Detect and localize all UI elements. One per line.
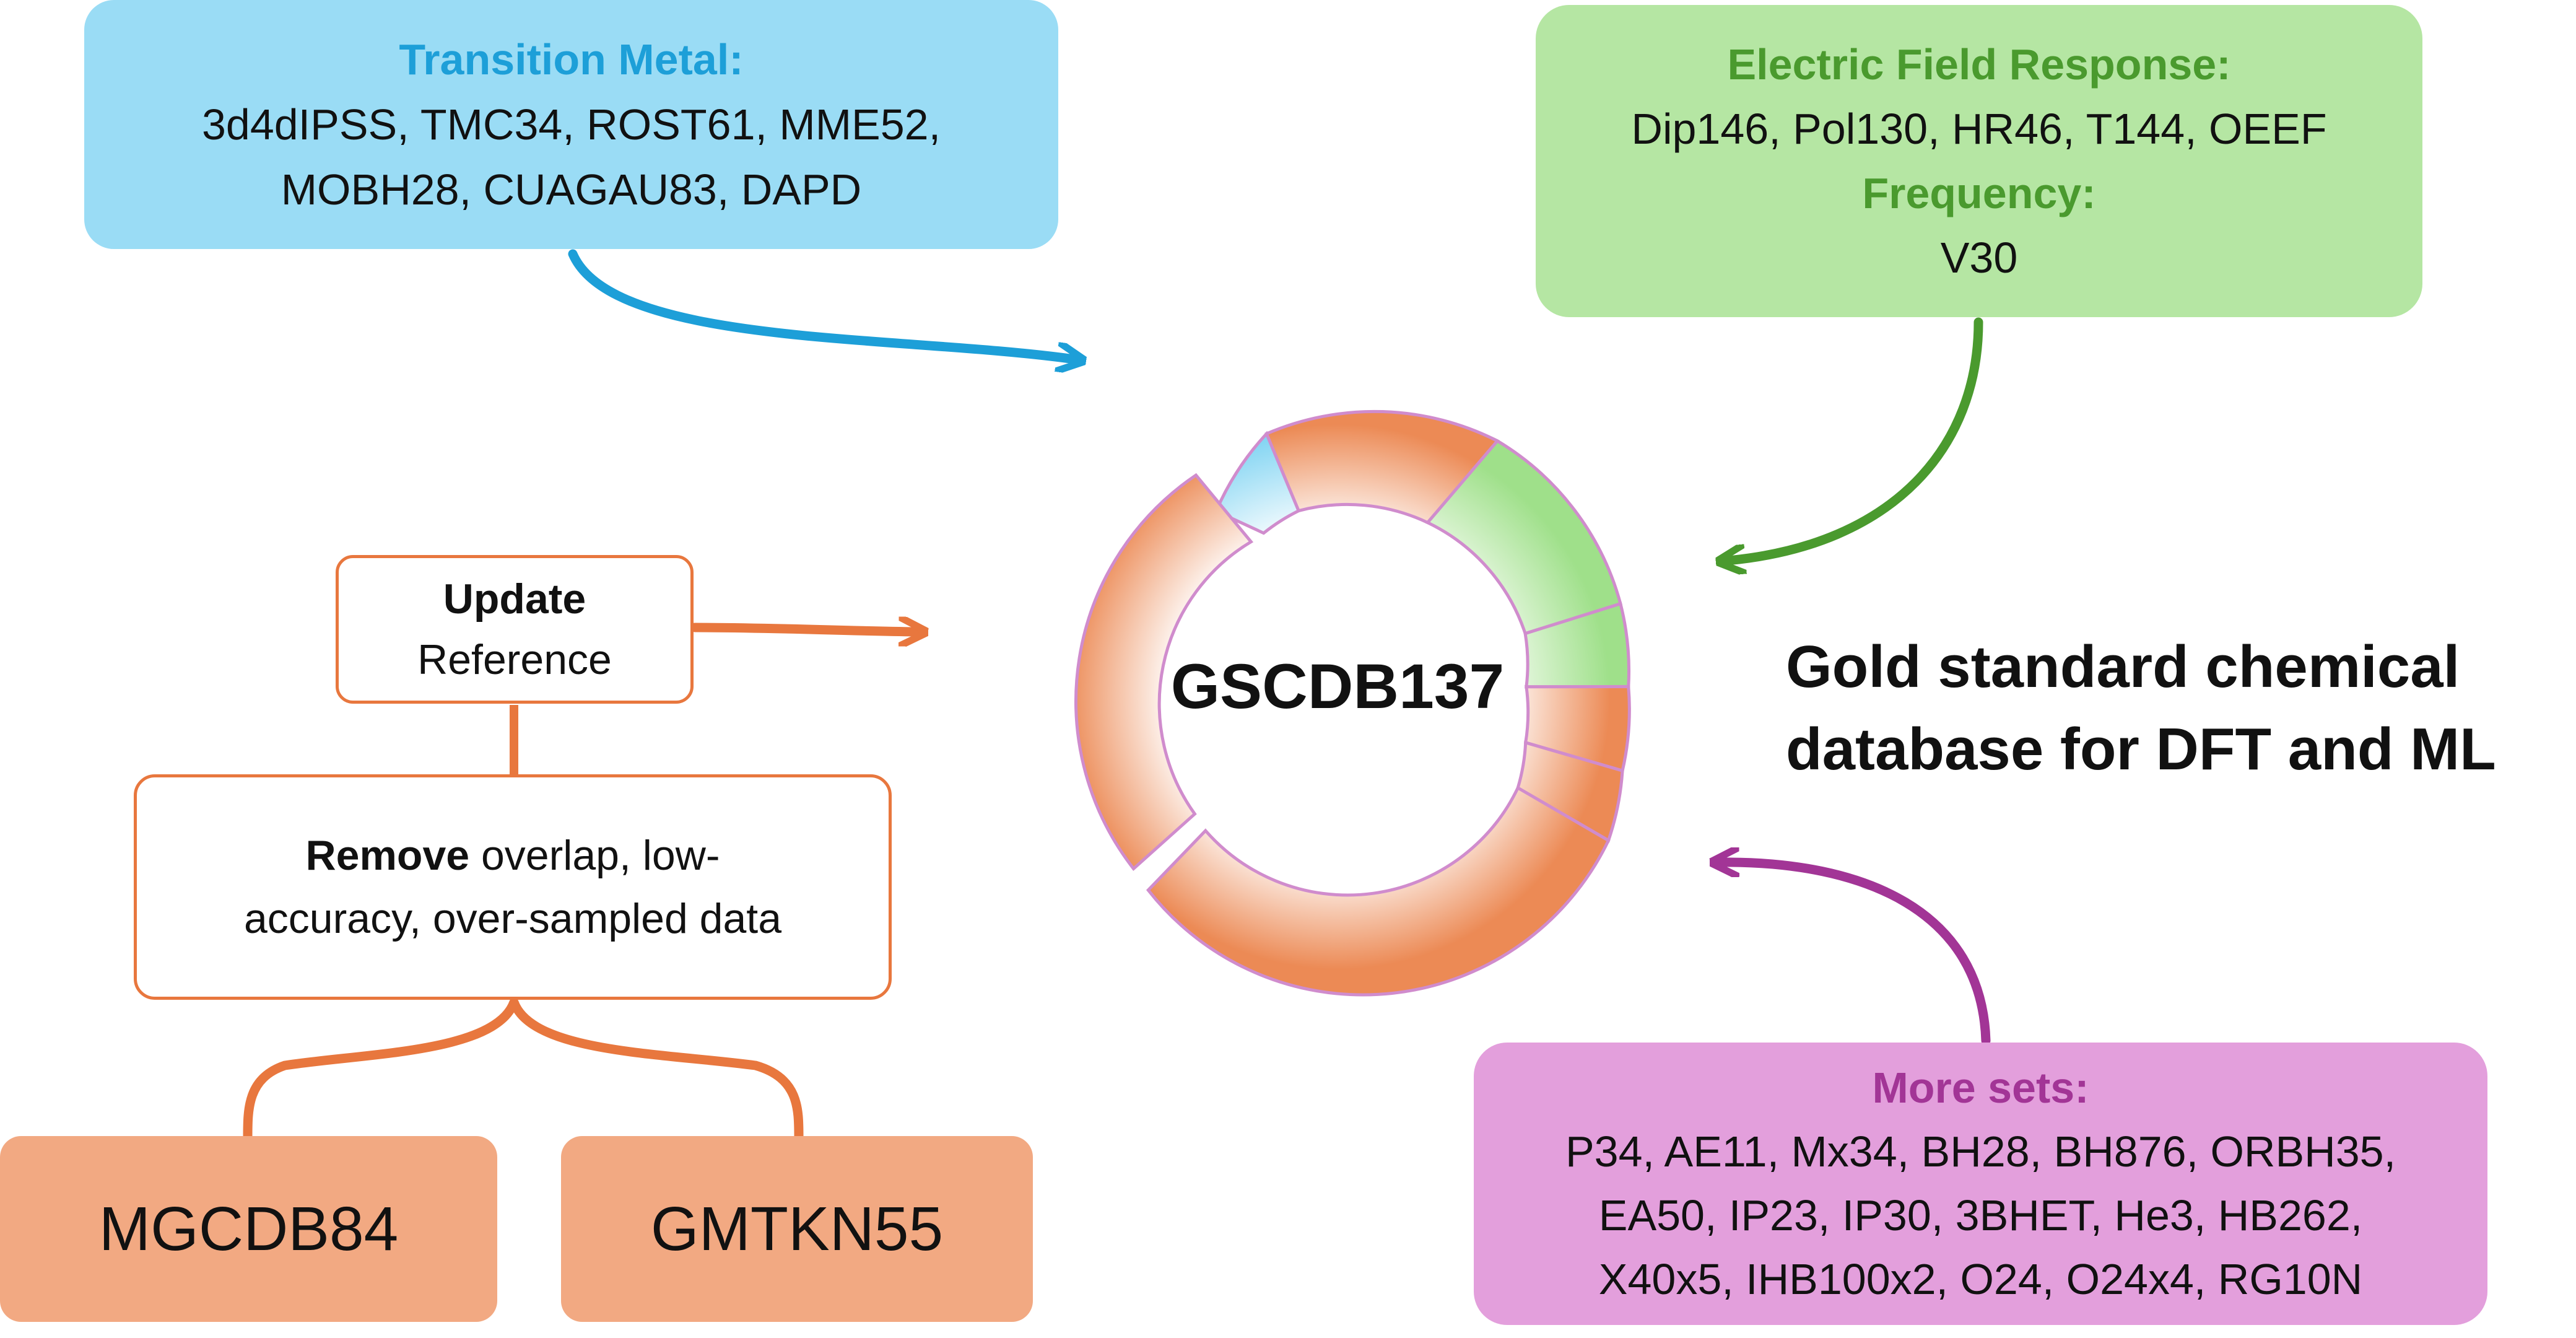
more-sets-arrow (1721, 862, 1991, 1046)
mgcdb84-label: MGCDB84 (98, 1194, 399, 1264)
reference-label: Reference (417, 636, 612, 683)
electric-field-title: Electric Field Response: (1727, 40, 2231, 89)
more-sets-line-3: X40x5, IHB100x2, O24, O24x4, RG10N (1598, 1255, 2363, 1303)
more-sets-title: More sets: (1872, 1064, 2089, 1112)
update-label: Update (443, 575, 586, 623)
update-arrow (690, 627, 916, 632)
transition-metal-box: Transition Metal: 3d4dIPSS, TMC34, ROST6… (84, 0, 1058, 249)
donut-segment-orange-large (1146, 785, 1611, 997)
more-sets-line-1: P34, AE11, Mx34, BH28, BH876, ORBH35, (1565, 1127, 2396, 1176)
gmtkn55-label: GMTKN55 (650, 1194, 944, 1264)
more-sets-line-2: EA50, IP23, IP30, 3BHET, He3, HB262, (1598, 1191, 2363, 1240)
remove-text-2: accuracy, over-sampled data (243, 895, 782, 942)
mgcdb84-box: MGCDB84 (0, 1136, 497, 1322)
donut-segment-orange-left (1074, 473, 1254, 872)
electric-field-arrow (1728, 317, 1983, 561)
tagline: Gold standard chemical database for DFT … (1786, 626, 2496, 790)
donut-segment-orange-top (1264, 409, 1500, 525)
transition-metal-arrow (568, 249, 1074, 359)
sources-brace (243, 997, 804, 1142)
frequency-line: V30 (1940, 234, 2018, 282)
remove-text-1: overlap, low- (469, 832, 720, 879)
transition-metal-line-2: MOBH28, CUAGAU83, DAPD (281, 165, 862, 214)
donut-chart (1074, 409, 1631, 997)
update-reference-box: Update Reference (336, 555, 694, 704)
tagline-line-1: Gold standard chemical (1786, 634, 2460, 700)
frequency-title: Frequency: (1862, 169, 2096, 217)
transition-metal-line-1: 3d4dIPSS, TMC34, ROST61, MME52, (201, 100, 941, 149)
more-sets-box: More sets: P34, AE11, Mx34, BH28, BH876,… (1474, 1043, 2487, 1325)
gscdb137-label: GSCDB137 (1170, 651, 1505, 722)
gmtkn55-box: GMTKN55 (561, 1136, 1033, 1322)
remove-label: Remove (305, 832, 470, 879)
electric-field-box: Electric Field Response: Dip146, Pol130,… (1536, 5, 2422, 317)
electric-field-line: Dip146, Pol130, HR46, T144, OEEF (1631, 105, 2327, 153)
remove-line-1: Remove overlap, low- (306, 824, 720, 887)
remove-data-box: Remove overlap, low- accuracy, over-samp… (134, 774, 892, 1000)
tagline-line-2: database for DFT and ML (1786, 716, 2496, 782)
transition-metal-title: Transition Metal: (399, 35, 744, 84)
